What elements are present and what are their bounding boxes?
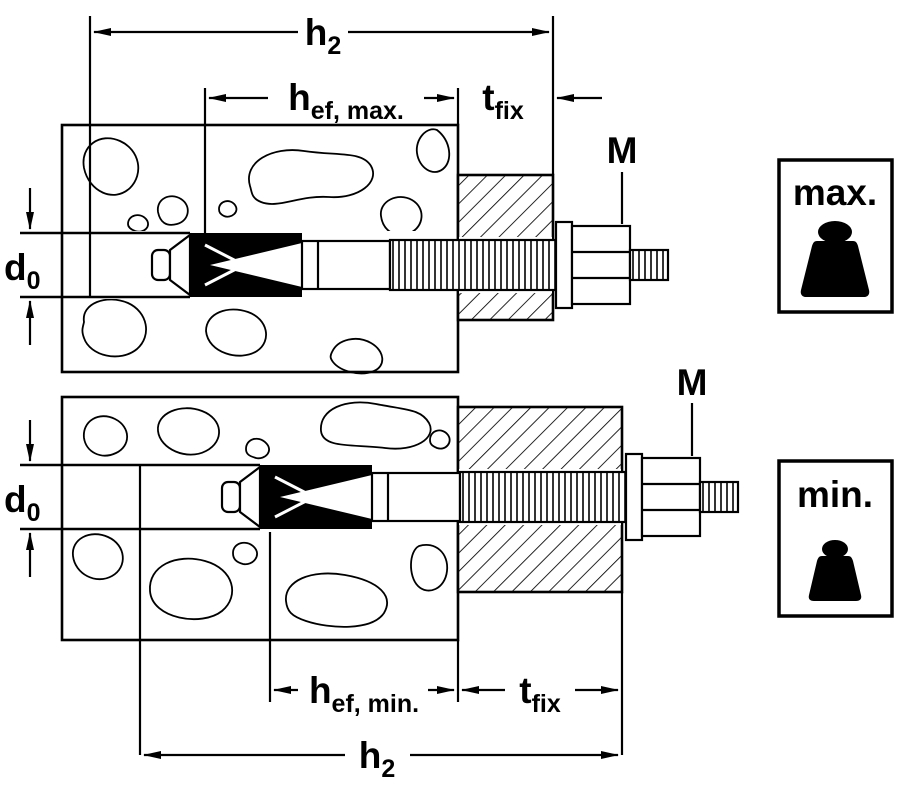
aggregate-blob bbox=[415, 128, 451, 173]
aggregate-blob bbox=[248, 149, 374, 205]
weight-knob bbox=[822, 540, 848, 558]
label-tfix-top: tfix bbox=[482, 77, 524, 125]
aggregate-blob bbox=[218, 200, 238, 218]
aggregate-blob bbox=[82, 137, 140, 196]
aggregate-blob bbox=[72, 533, 124, 581]
label-tfix-bottom: tfix bbox=[519, 670, 561, 718]
concrete-aggregate bbox=[72, 401, 451, 628]
top-assembly: h2 hef, max. tfix d0 M bbox=[4, 12, 670, 375]
aggregate-blob bbox=[157, 407, 220, 456]
label-d0-top: d0 bbox=[4, 247, 41, 295]
label-M-top: M bbox=[607, 130, 638, 171]
max-load-label: max. bbox=[793, 172, 877, 213]
aggregate-blob bbox=[320, 401, 432, 450]
label-h2-top: h2 bbox=[305, 12, 342, 60]
aggregate-blob bbox=[149, 557, 234, 621]
weight-body bbox=[808, 556, 862, 601]
label-M-bottom: M bbox=[677, 362, 708, 403]
aggregate-blob bbox=[245, 437, 270, 460]
weight-icon-max bbox=[800, 221, 870, 297]
label-hef-max: hef, max. bbox=[288, 77, 404, 125]
weight-body bbox=[800, 241, 870, 297]
aggregate-blob bbox=[205, 308, 267, 357]
bottom-assembly: d0 M hef, min. tfix h2 bbox=[4, 362, 740, 783]
aggregate-blob bbox=[410, 544, 448, 592]
aggregate-blob bbox=[232, 541, 258, 566]
legend-max-load: max. bbox=[777, 158, 894, 314]
label-d0-bottom: d0 bbox=[4, 479, 41, 527]
aggregate-blob bbox=[81, 298, 147, 358]
legend-min-load: min. bbox=[777, 459, 894, 618]
min-load-label: min. bbox=[797, 474, 873, 515]
aggregate-blob bbox=[285, 572, 388, 628]
aggregate-blob bbox=[83, 415, 129, 457]
label-h2-bottom: h2 bbox=[359, 735, 396, 783]
weight-icon-min bbox=[808, 540, 862, 601]
weight-knob bbox=[818, 221, 852, 243]
aggregate-blob bbox=[157, 195, 189, 226]
label-hef-min: hef, min. bbox=[309, 670, 419, 718]
aggregate-blob bbox=[127, 214, 149, 233]
aggregate-blob bbox=[429, 429, 451, 450]
